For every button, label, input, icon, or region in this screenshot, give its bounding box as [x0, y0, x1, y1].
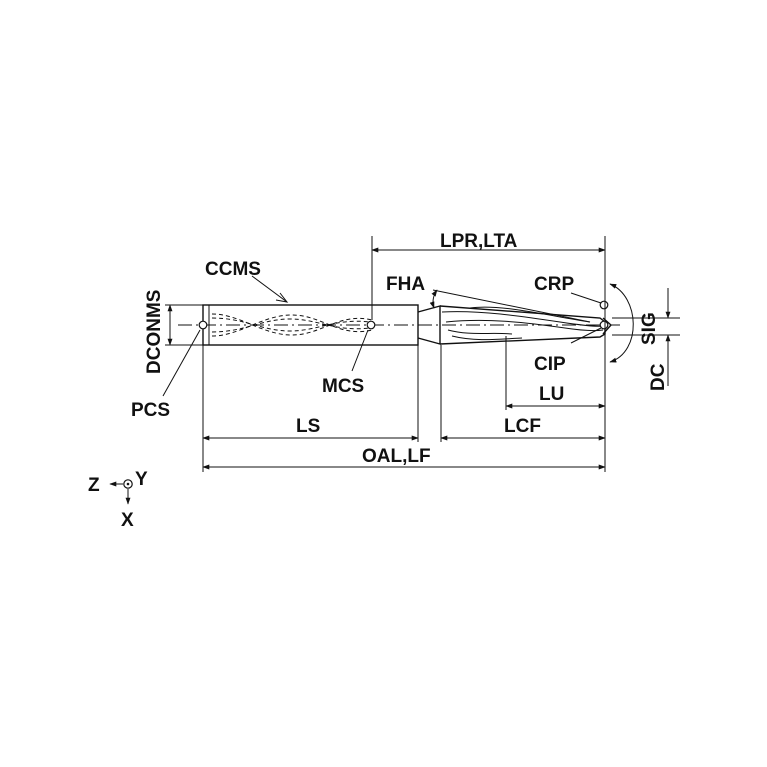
sig-arc [609, 283, 634, 363]
label-cip: CIP [534, 354, 566, 375]
label-crp: CRP [534, 274, 574, 295]
mcs-point [366, 320, 376, 330]
label-dconms: DCONMS [144, 290, 165, 374]
label-lpr-lta: LPR,LTA [440, 231, 518, 252]
leader-lines [162, 275, 602, 397]
label-oal-lf: OAL,LF [362, 446, 431, 467]
label-mcs: MCS [322, 376, 364, 397]
axis-z-label: Z [88, 475, 100, 496]
pcs-point [198, 320, 208, 330]
label-fha: FHA [386, 274, 425, 295]
cip-point [599, 320, 609, 330]
crp-point [599, 300, 609, 310]
label-sig: SIG [639, 312, 660, 345]
label-lu: LU [539, 384, 564, 405]
axis-indicator: Z Y X [88, 469, 148, 531]
fha-arc [429, 289, 438, 309]
label-ls: LS [296, 416, 320, 437]
label-dc: DC [648, 363, 669, 391]
axis-x-label: X [121, 510, 134, 531]
label-ccms: CCMS [205, 259, 261, 280]
axis-y-label: Y [135, 469, 148, 490]
label-lcf: LCF [504, 416, 541, 437]
neck [417, 305, 441, 345]
label-pcs: PCS [131, 400, 170, 421]
